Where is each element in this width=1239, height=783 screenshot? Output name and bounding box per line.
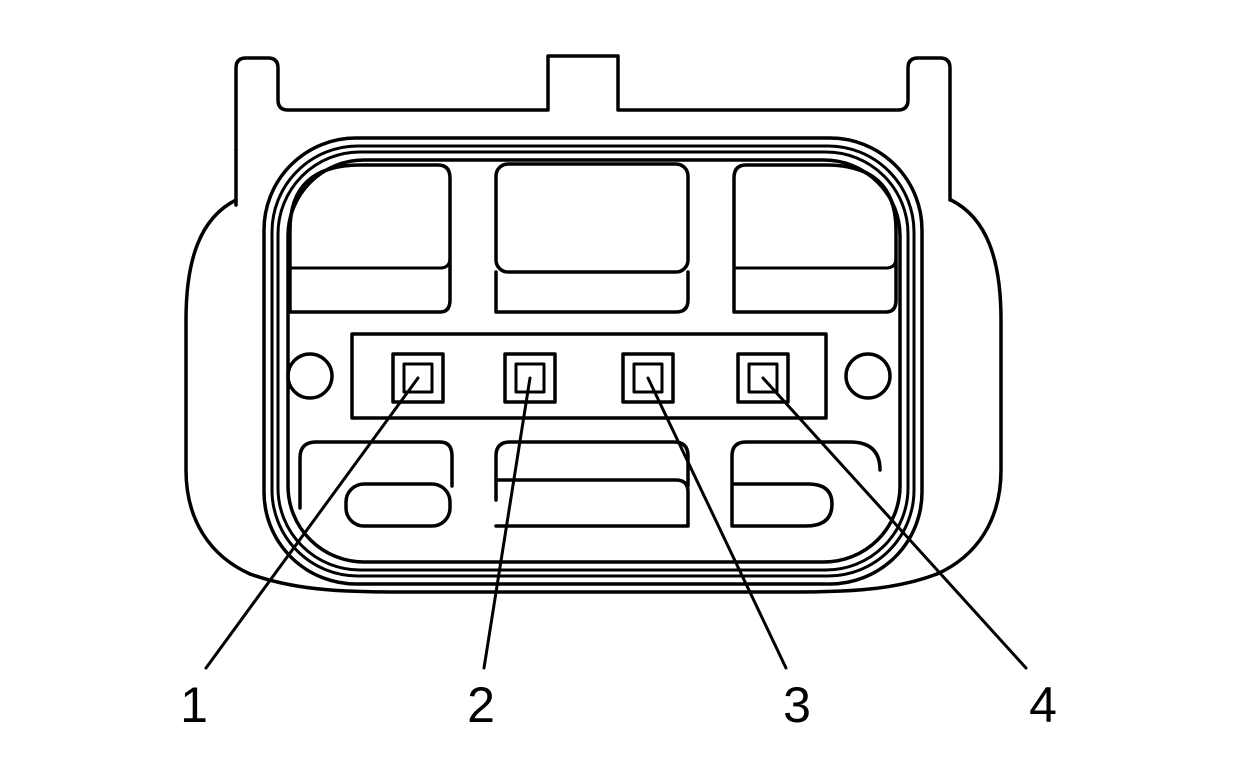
pin-labels: 1 2 3 4 <box>180 677 1057 733</box>
leader-line-3 <box>646 376 788 670</box>
pin-label-2: 2 <box>467 677 495 733</box>
seal-rings <box>262 136 924 586</box>
leader-line-1 <box>204 376 420 670</box>
leader-line-2 <box>482 376 532 670</box>
terminal-1 <box>391 352 445 404</box>
pin-label-1: 1 <box>180 677 208 733</box>
terminals <box>391 352 790 404</box>
lower-cavities <box>298 440 882 528</box>
pin-label-4: 4 <box>1029 677 1057 733</box>
terminal-block <box>350 332 828 420</box>
leader-line-4 <box>761 376 1028 670</box>
connector-housing <box>184 54 1003 594</box>
pin-label-3: 3 <box>783 677 811 733</box>
terminal-3 <box>621 352 675 404</box>
terminal-2 <box>503 352 557 404</box>
leader-lines <box>204 376 1028 670</box>
upper-cavities <box>288 162 898 314</box>
alignment-holes <box>286 352 892 400</box>
terminal-4 <box>736 352 790 404</box>
